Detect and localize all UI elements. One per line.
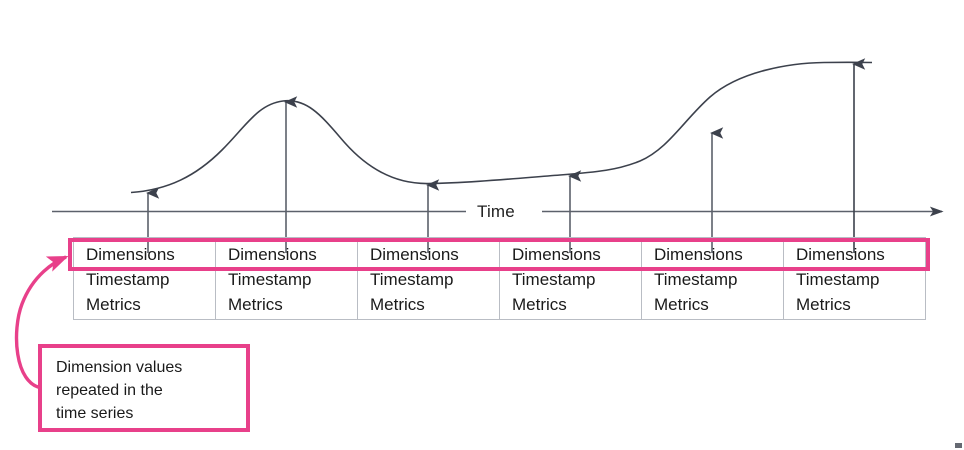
record-field-dimensions: Dimensions: [796, 245, 885, 264]
record-field-timestamp: Timestamp: [654, 270, 738, 289]
record-field-dimensions: Dimensions: [86, 245, 175, 264]
record-field-metrics: Metrics: [228, 295, 283, 314]
callout-box: Dimension values repeated in the time se…: [38, 344, 250, 432]
record-box[interactable]: Dimensions Timestamp Metrics: [357, 237, 500, 320]
corner-artifact: [955, 443, 962, 448]
callout-line: Dimension values: [56, 359, 183, 376]
record-field-timestamp: Timestamp: [370, 270, 454, 289]
record-box[interactable]: Dimensions Timestamp Metrics: [215, 237, 358, 320]
record-box[interactable]: Dimensions Timestamp Metrics: [641, 237, 784, 320]
record-field-timestamp: Timestamp: [86, 270, 170, 289]
record-field-dimensions: Dimensions: [512, 245, 601, 264]
record-field-metrics: Metrics: [370, 295, 425, 314]
record-field-dimensions: Dimensions: [228, 245, 317, 264]
metric-curve: [130, 61, 873, 194]
record-field-timestamp: Timestamp: [228, 270, 312, 289]
record-box[interactable]: Dimensions Timestamp Metrics: [783, 237, 926, 320]
callout-connector-arrow: [14, 255, 69, 390]
callout-line: time series: [56, 405, 134, 422]
record-field-timestamp: Timestamp: [796, 270, 880, 289]
record-field-metrics: Metrics: [86, 295, 141, 314]
record-field-metrics: Metrics: [654, 295, 709, 314]
record-field-metrics: Metrics: [796, 295, 851, 314]
record-box[interactable]: Dimensions Timestamp Metrics: [499, 237, 642, 320]
record-field-timestamp: Timestamp: [512, 270, 596, 289]
record-field-dimensions: Dimensions: [654, 245, 743, 264]
record-field-dimensions: Dimensions: [370, 245, 459, 264]
record-field-metrics: Metrics: [512, 295, 567, 314]
time-axis-label: Time: [470, 203, 522, 220]
record-box[interactable]: Dimensions Timestamp Metrics: [73, 237, 216, 320]
sample-arrows: [146, 58, 866, 253]
callout-line: repeated in the: [56, 382, 163, 399]
